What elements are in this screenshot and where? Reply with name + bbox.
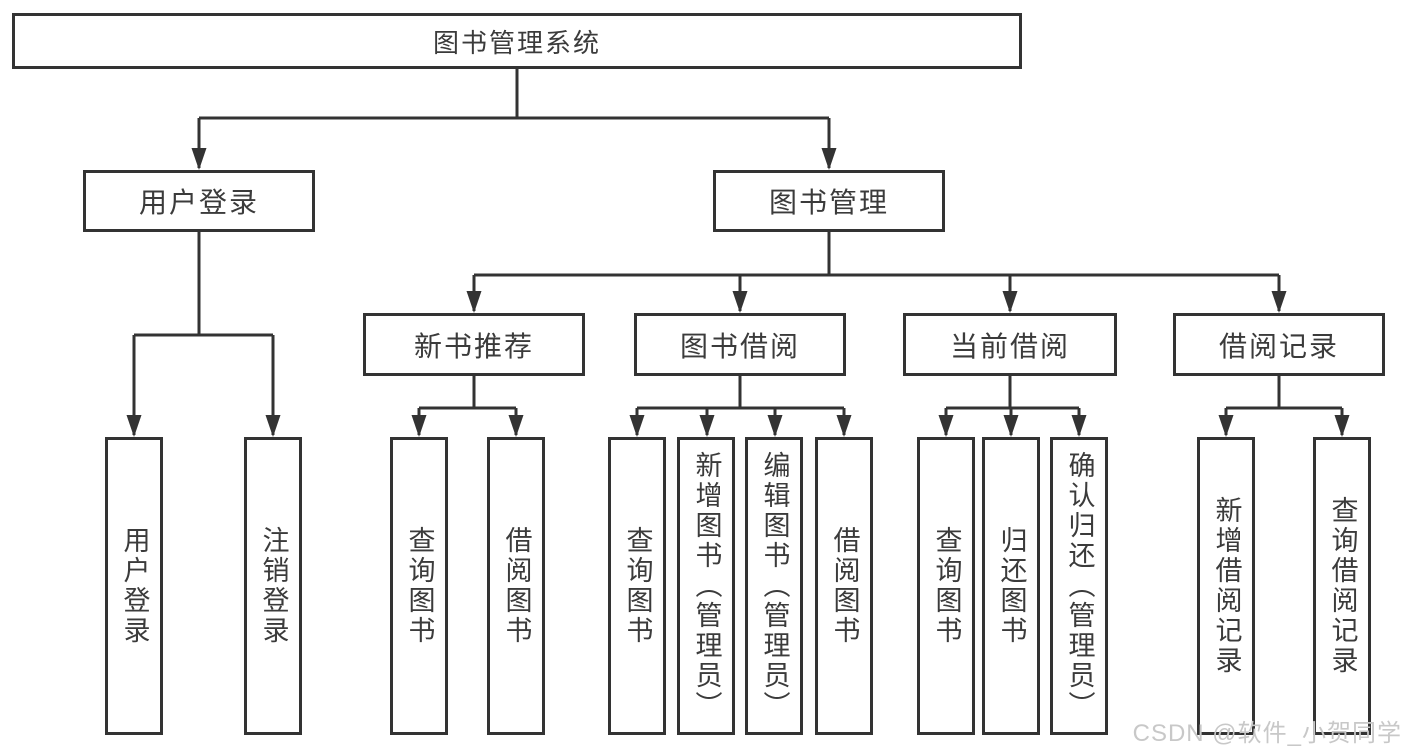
leaf-query-books-borrowing: 查询图书: [608, 437, 666, 735]
arrowhead-down: [1071, 415, 1087, 437]
arrowhead-down: [821, 148, 837, 170]
connector-user-login: [132, 232, 275, 435]
node-user-login: 用户登录: [83, 170, 315, 232]
arrowhead-down: [629, 415, 645, 437]
leaf-user-login: 用户登录: [105, 437, 163, 735]
leaf-query-books-current-label: 查询图书: [931, 526, 962, 646]
leaf-logout: 注销登录: [244, 437, 302, 735]
leaf-return-books-label: 归还图书: [996, 526, 1027, 646]
leaf-query-books-recommend-label: 查询图书: [404, 526, 435, 646]
node-current-borrowing: 当前借阅: [903, 313, 1117, 376]
arrowhead-down: [1218, 415, 1234, 437]
leaf-query-books-borrowing-label: 查询图书: [622, 526, 653, 646]
leaf-query-books-current: 查询图书: [917, 437, 975, 735]
node-book-borrowing: 图书借阅: [634, 313, 846, 376]
arrowhead-down: [1271, 291, 1287, 313]
node-root-label: 图书管理系统: [432, 27, 601, 58]
node-user-login-label: 用户登录: [138, 187, 259, 218]
connector-line: [1224, 376, 1344, 435]
arrowhead-down: [1003, 415, 1019, 437]
leaf-logout-label: 注销登录: [258, 526, 289, 646]
arrowhead-down: [411, 415, 427, 437]
arrowhead-down: [699, 415, 715, 437]
arrowhead-down: [1002, 291, 1018, 313]
connector-book-management: [472, 232, 1281, 311]
node-book-management-label: 图书管理: [768, 187, 889, 218]
connector-line: [197, 69, 831, 168]
connector-new-book-recommend: [417, 376, 518, 435]
leaf-query-books-recommend: 查询图书: [390, 437, 448, 735]
leaf-add-books-admin-label: 新增图书（管理员）: [691, 451, 722, 721]
connector-root: [197, 69, 831, 168]
arrowhead-down: [265, 415, 281, 437]
arrowhead-down: [466, 291, 482, 313]
node-borrow-records-label: 借阅记录: [1218, 330, 1339, 362]
leaf-edit-books-admin: 编辑图书（管理员）: [745, 437, 803, 735]
leaf-add-borrow-record: 新增借阅记录: [1197, 437, 1255, 735]
arrowhead-down: [767, 415, 783, 437]
leaf-query-borrow-record: 查询借阅记录: [1313, 437, 1371, 735]
leaf-borrow-books-borrowing-label: 借阅图书: [829, 526, 860, 646]
node-root: 图书管理系统: [12, 13, 1022, 69]
leaf-confirm-return-admin-label: 确认归还（管理员）: [1064, 451, 1095, 721]
watermark: CSDN @软件_小贺同学: [1132, 720, 1402, 747]
node-current-borrowing-label: 当前借阅: [949, 330, 1070, 362]
leaf-query-borrow-record-label: 查询借阅记录: [1327, 496, 1358, 676]
arrowhead-down: [508, 415, 524, 437]
arrowhead-down: [1334, 415, 1350, 437]
connector-book-borrowing: [635, 376, 846, 435]
arrowhead-down: [836, 415, 852, 437]
leaf-confirm-return-admin: 确认归还（管理员）: [1050, 437, 1108, 735]
leaf-borrow-books-recommend: 借阅图书: [487, 437, 545, 735]
leaf-borrow-books-recommend-label: 借阅图书: [501, 526, 532, 646]
leaf-return-books: 归还图书: [982, 437, 1040, 735]
connector-line: [472, 232, 1281, 311]
connector-borrow-records: [1224, 376, 1344, 435]
leaf-add-books-admin: 新增图书（管理员）: [677, 437, 735, 735]
leaf-borrow-books-borrowing: 借阅图书: [815, 437, 873, 735]
arrowhead-down: [191, 148, 207, 170]
arrowhead-down: [732, 291, 748, 313]
arrowhead-down: [126, 415, 142, 437]
leaf-user-login-label: 用户登录: [119, 526, 150, 646]
arrowhead-down: [938, 415, 954, 437]
connector-line: [417, 376, 518, 435]
connector-line: [635, 376, 846, 435]
node-book-borrowing-label: 图书借阅: [679, 330, 800, 362]
leaf-edit-books-admin-label: 编辑图书（管理员）: [759, 451, 790, 721]
node-borrow-records: 借阅记录: [1173, 313, 1385, 376]
connector-line: [132, 232, 275, 435]
node-book-management: 图书管理: [713, 170, 945, 232]
leaf-add-borrow-record-label: 新增借阅记录: [1211, 496, 1242, 676]
node-new-book-recommend: 新书推荐: [363, 313, 585, 376]
node-new-book-recommend-label: 新书推荐: [413, 330, 534, 362]
